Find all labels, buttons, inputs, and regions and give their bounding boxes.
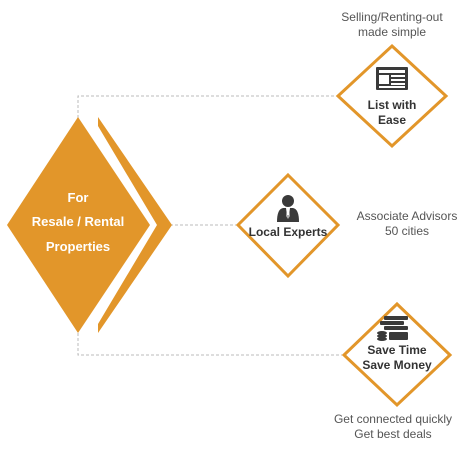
- node-label-line1: List with: [368, 98, 417, 112]
- connector-list-with-ease: [77, 95, 342, 118]
- node-diamond: [235, 172, 341, 279]
- caption-local-experts: Associate Advisors 50 cities: [342, 209, 471, 239]
- node-local-experts: Local Experts: [235, 172, 341, 279]
- connector-save-time: [77, 333, 342, 356]
- connectors: [77, 95, 342, 356]
- main-title-line2: Resale / Rental: [32, 214, 125, 229]
- node-label-line2: Ease: [378, 113, 406, 127]
- caption-line1: Associate Advisors: [356, 209, 458, 223]
- caption-line1: Selling/Renting-out: [341, 10, 443, 24]
- caption-list-with-ease: Selling/Renting-out made simple: [320, 10, 464, 40]
- caption-line2: 50 cities: [384, 224, 430, 238]
- caption-line1: Get connected quickly: [333, 412, 453, 426]
- caption-save-time-save-money: Get connected quickly Get best deals: [315, 412, 471, 442]
- newspaper-icon: [376, 67, 408, 90]
- main-title-line3: Properties: [46, 239, 110, 254]
- main-diamond: [7, 117, 150, 333]
- node-label-line1: Local Experts: [249, 225, 328, 239]
- caption-line2: made simple: [357, 25, 427, 39]
- node-diamond: [341, 301, 453, 408]
- main-title-line1: For: [68, 190, 89, 205]
- money-stack-icon: [377, 316, 408, 341]
- node-label-line1: Save Time: [367, 343, 426, 357]
- businessman-icon: [277, 195, 299, 222]
- caption-line2: Get best deals: [354, 427, 432, 441]
- node-label-line2: Save Money: [362, 358, 432, 372]
- node-save-time-save-money: Save Time Save Money: [341, 301, 453, 408]
- node-list-with-ease: List with Ease: [335, 43, 449, 149]
- node-diamond: [335, 43, 449, 149]
- main-shape: For Resale / Rental Properties: [7, 117, 172, 333]
- main-chevron: [98, 117, 172, 333]
